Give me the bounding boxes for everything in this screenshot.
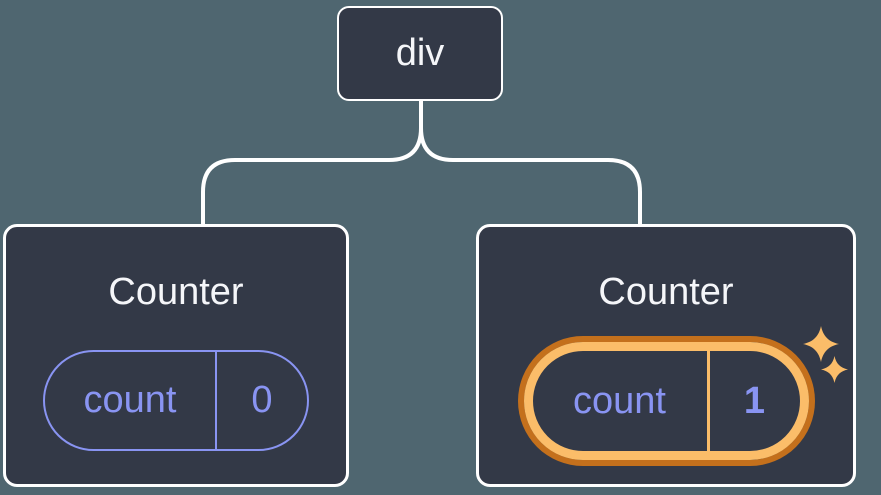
connector-left-branch: [201, 99, 423, 228]
state-value: 0: [251, 379, 273, 421]
connector-right-branch: [419, 99, 642, 228]
state-value: 1: [743, 379, 766, 422]
state-pill-count-0: count 0: [43, 350, 309, 451]
counter-card-left: Counter count 0: [3, 224, 349, 487]
sparkle-large-icon: [803, 326, 839, 362]
counter-card-right: Counter count 1: [476, 224, 856, 487]
sparkle-small-icon: [821, 356, 848, 383]
state-key-label: count: [573, 379, 666, 422]
counter-title: Counter: [598, 271, 734, 313]
root-node-label: div: [395, 32, 445, 74]
pill-divider: [215, 352, 217, 449]
pill-divider: [706, 351, 710, 451]
counter-title: Counter: [108, 271, 244, 313]
root-node-div: div: [337, 6, 503, 101]
state-key-label: count: [83, 379, 177, 421]
state-pill-count-1-highlighted: count 1: [523, 342, 809, 460]
